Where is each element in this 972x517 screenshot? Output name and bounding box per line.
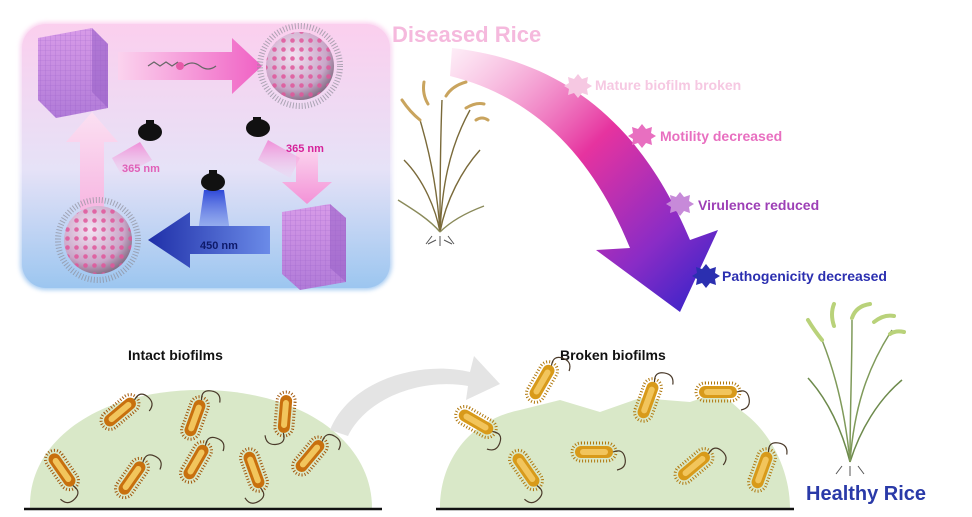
- healthy-rice-title: Healthy Rice: [806, 483, 926, 505]
- wavelength-left-label: 365 nm: [122, 163, 160, 175]
- bacterium-icon: [570, 441, 626, 471]
- diseased-rice-title: Diseased Rice: [392, 22, 541, 47]
- effect-label: Mature biofilm broken: [595, 77, 741, 93]
- arrow-left-blue: [148, 212, 270, 268]
- effect-virulence-reduced: Virulence reduced: [666, 192, 819, 216]
- big-curved-arrow: [450, 48, 718, 312]
- mechanism-panel: 365 nm 365 nm 450 nm: [20, 22, 392, 290]
- molecule-icon: [147, 61, 217, 70]
- nanoparticle-top-right: [257, 23, 343, 109]
- wavelength-bottom-label: 450 nm: [200, 240, 238, 252]
- bacterium-icon: [44, 448, 80, 504]
- bacterium-icon: [239, 447, 269, 504]
- bacterium-icon: [508, 448, 544, 504]
- nanoparticle-bottom-left: [55, 197, 141, 283]
- effect-label: Virulence reduced: [698, 197, 819, 213]
- uv-lamp-right-icon: [246, 117, 300, 178]
- bacterium-icon: [525, 356, 571, 404]
- bacterium-icon: [264, 390, 297, 446]
- arrow-up-pink: [66, 112, 118, 210]
- transition-arrow: [330, 356, 500, 436]
- bacterium-icon: [179, 436, 225, 484]
- intact-bacteria-group: [44, 390, 341, 504]
- bacterium-icon: [291, 433, 341, 477]
- bacterium-icon: [694, 381, 750, 411]
- effect-pathogenicity-decreased: Pathogenicity decreased: [692, 264, 887, 288]
- intact-biofilms-label: Intact biofilms: [128, 347, 223, 363]
- effect-label: Pathogenicity decreased: [722, 268, 887, 284]
- effect-motility-decreased: Motility decreased: [628, 124, 782, 148]
- wavelength-right-label: 365 nm: [286, 143, 324, 155]
- healthy-rice-plant-icon: [806, 302, 906, 476]
- effects-list: Mature biofilm broken Motility decreased…: [564, 74, 887, 288]
- effect-mature-biofilm-broken: Mature biofilm broken: [564, 74, 741, 98]
- arrow-down-pink: [282, 150, 332, 204]
- effect-label: Motility decreased: [660, 128, 782, 144]
- diseased-rice-plant-icon: [397, 80, 490, 246]
- cube-top-left: [38, 28, 108, 118]
- broken-biofilms-label: Broken biofilms: [560, 347, 666, 363]
- arrow-right-pink: [118, 38, 262, 94]
- uv-lamp-left-icon: [112, 120, 162, 176]
- cube-bottom-right: [282, 204, 346, 290]
